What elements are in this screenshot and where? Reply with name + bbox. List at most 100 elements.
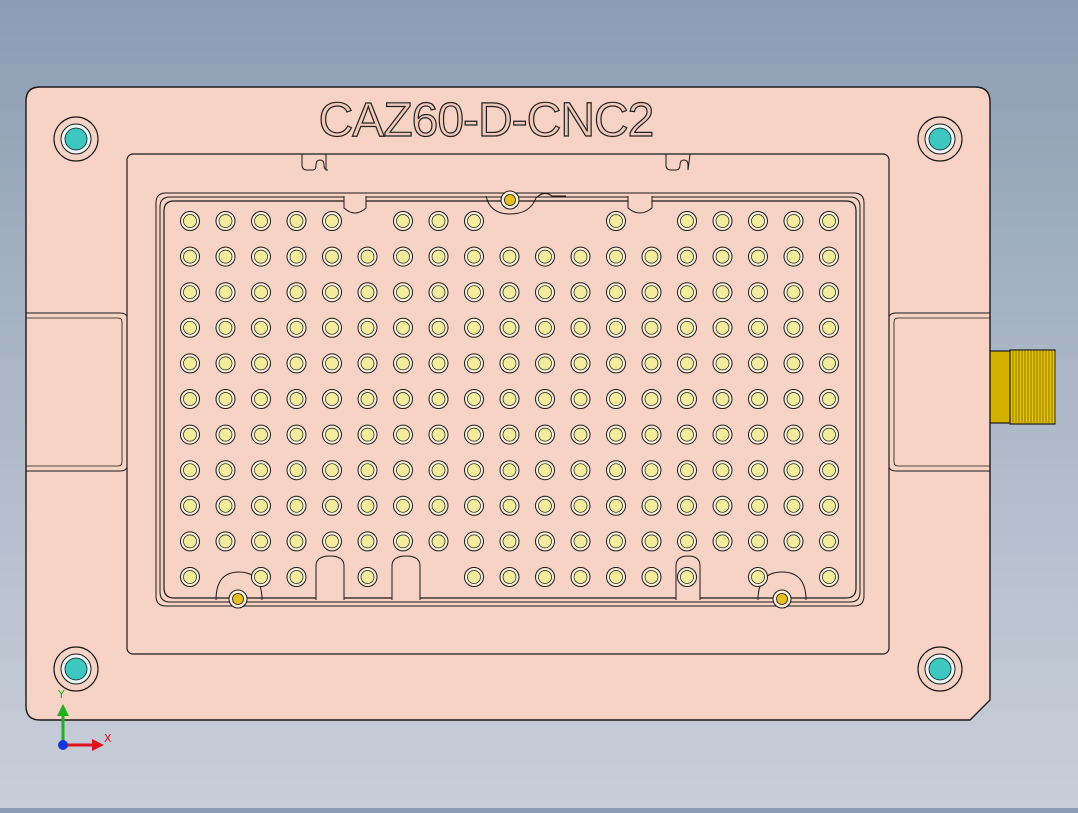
top-recess [627,196,653,214]
hole-inner [360,498,375,513]
hole-inner [325,249,339,264]
hole-inner [680,463,694,478]
z-axis-dot [58,740,68,750]
hole-inner [467,249,481,264]
hole-inner [644,498,659,513]
hole-inner [644,534,659,549]
part-label: CAZ60-D-CNC2 [319,94,654,147]
hole-inner [431,392,446,406]
hole-inner [431,285,446,300]
hole-inner [289,285,304,300]
hole-inner [218,249,233,264]
hole-inner [609,214,623,228]
hole-inner [573,356,588,371]
hole-inner [218,214,233,228]
hole-inner [254,570,268,584]
hole-inner [183,392,197,406]
top-recess [343,196,367,214]
bolt-bottom-left [64,657,88,681]
hole-inner [360,570,375,584]
hole-inner [538,534,552,549]
hole-inner [822,356,836,371]
hole-inner [289,570,304,584]
hole-inner [254,498,268,513]
hole-inner [396,356,410,371]
hole-inner [396,249,410,264]
hole-inner [573,427,588,442]
hole-inner [289,427,304,442]
y-axis-label: Y [57,688,65,701]
connector-fitting[interactable] [988,349,1056,425]
hole-inner [573,249,588,264]
hole-inner [680,392,694,406]
hole-inner [183,498,197,513]
hole-inner [538,463,552,478]
hole-inner [289,249,304,264]
hole-inner [538,356,552,371]
finger-recess [391,555,421,600]
hole-inner [644,570,659,584]
hole-inner [715,285,730,300]
hole-inner [751,427,765,442]
hole-inner [609,498,623,513]
hole-inner [467,392,481,406]
hole-inner [786,463,801,478]
hole-inner [538,392,552,406]
hole-inner [325,534,339,549]
hole-inner [183,249,197,264]
axis-triad: X Y [57,688,112,751]
hole-inner [502,498,517,513]
bolt-counterbore [917,646,963,692]
hole-inner [325,356,339,371]
hole-inner [254,534,268,549]
hole-inner [467,356,481,371]
hole-inner [431,534,446,549]
y-axis-arrowhead [57,704,69,716]
hole-inner [396,392,410,406]
hole-inner [822,285,836,300]
hole-inner [183,320,197,335]
hole-inner [254,392,268,406]
hole-inner [289,214,304,228]
pin-bottom-right [776,593,788,605]
hole-inner [325,427,339,442]
pin-bottom-left [232,593,244,605]
hole-inner [218,498,233,513]
hole-inner [360,534,375,549]
hole-inner [183,463,197,478]
bolt-counterbore [53,116,99,162]
hole-inner [396,214,410,228]
hole-inner [218,427,233,442]
hole-inner [325,498,339,513]
hole-inner [396,463,410,478]
hole-inner [715,534,730,549]
hole-inner [786,249,801,264]
hole-inner [751,570,765,584]
hole-inner [502,285,517,300]
hole-inner [680,498,694,513]
hole-inner [183,214,197,228]
hole-inner [360,285,375,300]
hole-inner [467,534,481,549]
hole-inner [786,534,801,549]
cavity-line [159,196,861,603]
hole-inner [786,392,801,406]
hole-inner [325,463,339,478]
hole-inner [573,463,588,478]
hole-inner [218,320,233,335]
hole-inner [715,392,730,406]
hole-inner [325,392,339,406]
x-axis-label: X [104,732,112,745]
hole-inner [538,320,552,335]
hole-inner [715,249,730,264]
hole-inner [396,320,410,335]
hole-inner [431,427,446,442]
hole-inner [609,356,623,371]
hole-inner [467,570,481,584]
hole-inner [609,463,623,478]
hole-inner [467,320,481,335]
hole-inner [644,392,659,406]
hole-inner [573,534,588,549]
